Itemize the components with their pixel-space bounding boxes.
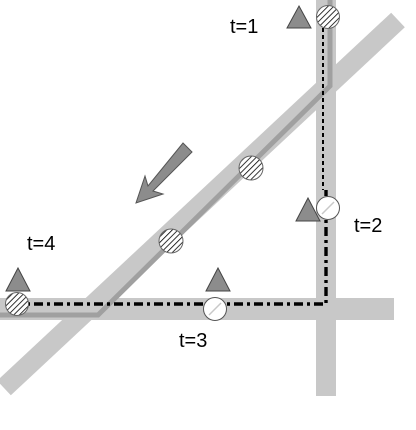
- hatched-marker-mid-lower: [158, 228, 184, 254]
- circle-marker-t2: [316, 196, 340, 220]
- label-t1: t=1: [230, 16, 258, 38]
- triangle-marker-t2: [295, 196, 321, 222]
- label-t2: t=2: [354, 215, 382, 237]
- circle-markers: [203, 196, 340, 321]
- hatched-marker-mid-upper: [238, 155, 264, 181]
- dashed-route: [14, 190, 328, 306]
- hatched-marker-t4: [5, 292, 29, 316]
- triangle-marker-t3: [205, 266, 231, 292]
- hatched-markers: [5, 5, 340, 316]
- triangle-markers: [5, 4, 321, 292]
- direction-arrow-icon: [135, 142, 193, 204]
- label-t4: t=4: [27, 233, 55, 255]
- triangle-marker-t4: [5, 266, 31, 292]
- label-t3: t=3: [179, 330, 207, 352]
- triangle-marker-t1: [286, 4, 312, 29]
- circle-marker-t3: [203, 297, 227, 321]
- hatched-marker-t1: [316, 5, 340, 29]
- trajectory-path: [0, 0, 333, 318]
